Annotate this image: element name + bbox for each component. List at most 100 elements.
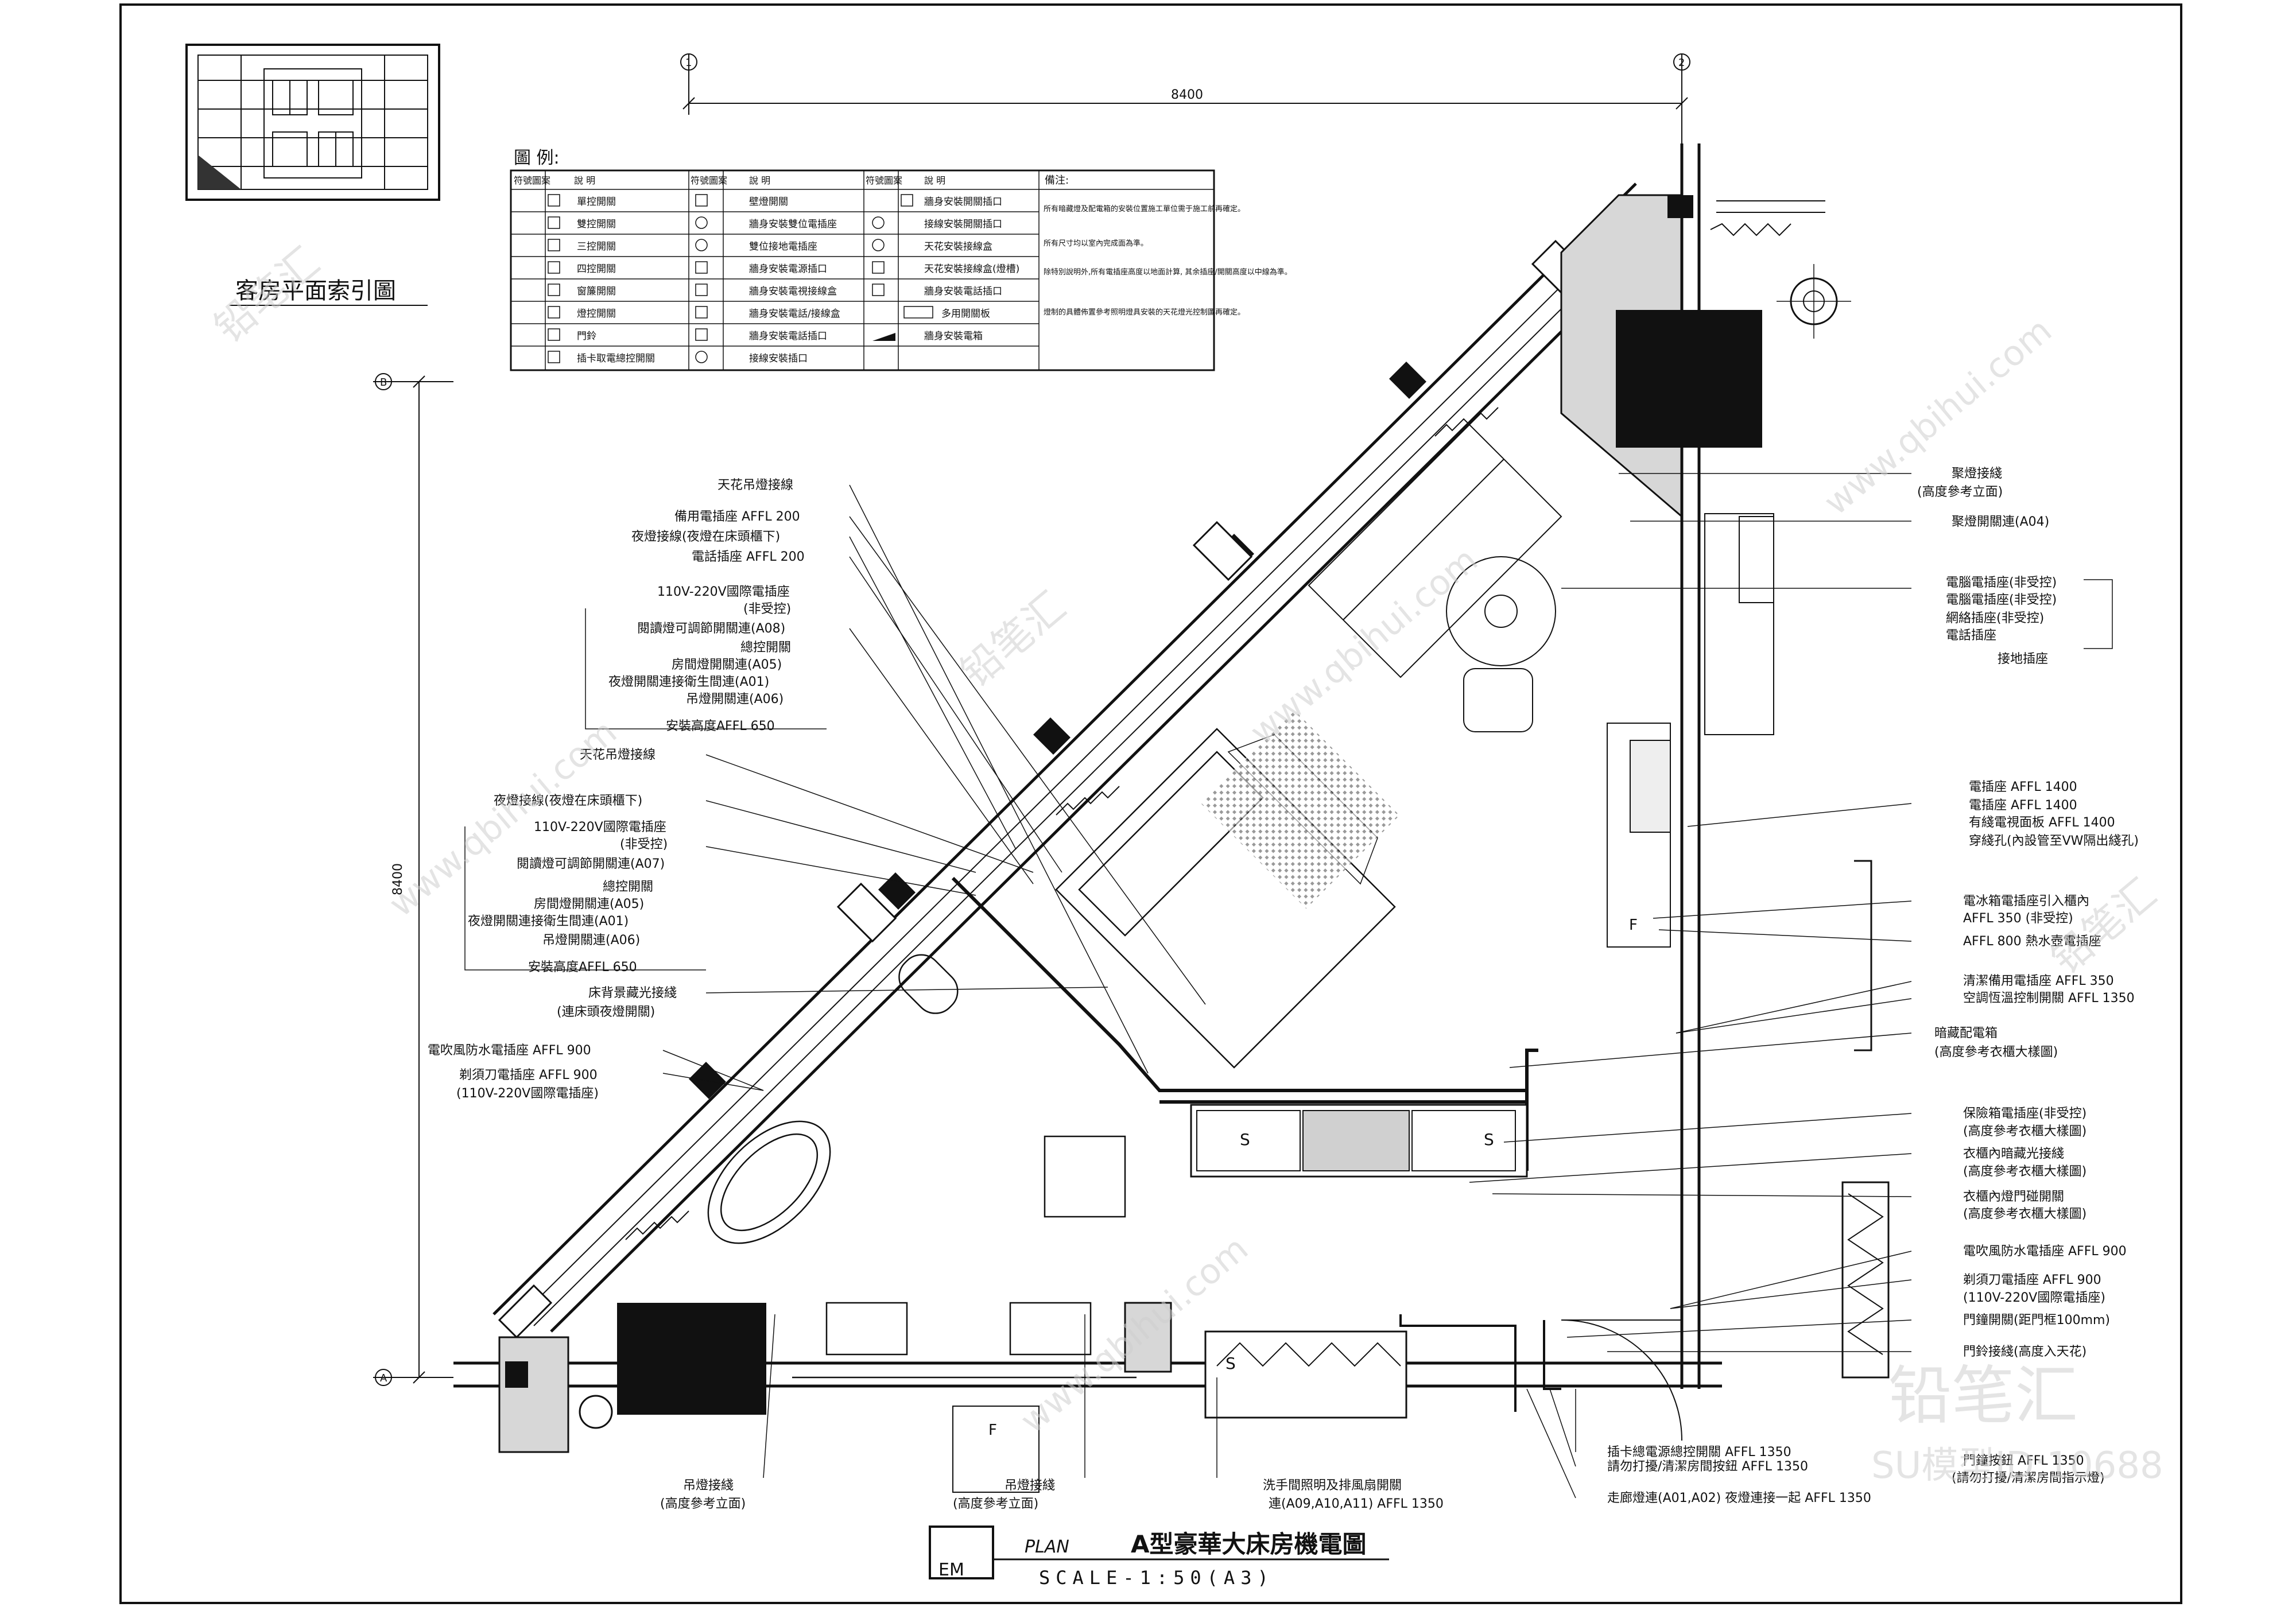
- label-right-11: 穿綫孔(內設管至VW隔出綫孔): [1969, 834, 2139, 848]
- left-annotations: 天花吊燈接線 備用電插座 AFFL 200 夜燈接線(夜燈在床頭櫃下) 電話插座…: [428, 478, 805, 1101]
- label-right-19: 保險箱電插座(非受控): [1963, 1107, 2086, 1121]
- legend-header-4: 說 明: [749, 175, 770, 186]
- label-left-6: 閱讀燈可調節開關連(A08): [637, 622, 785, 636]
- label-right-0: 聚燈接綫: [1952, 467, 2002, 481]
- label-right-27: (110V-220V國際電插座): [1963, 1291, 2105, 1305]
- label-left-4: 110V-220V國際電插座: [657, 585, 790, 599]
- label-right-10: 有綫電視面板 AFFL 1400: [1969, 816, 2115, 830]
- label-right-5: 網絡插座(非受控): [1946, 611, 2044, 626]
- legend-c2-1: 牆身安裝雙位電插座: [749, 219, 837, 230]
- legend-note-3: 燈制的具體佈置參考照明燈具安裝的天花燈光控制圖再確定。: [1044, 308, 1245, 317]
- label-left-16: 閱讀燈可調節開關連(A07): [517, 857, 665, 871]
- label-right-29: 門鈴接綫(高度入天花): [1963, 1345, 2086, 1359]
- label-left-15: (非受控): [620, 837, 668, 852]
- safe-mark-1: S: [1240, 1130, 1250, 1149]
- label-bottom-4: 洗手間照明及排風扇開關: [1263, 1478, 1402, 1493]
- drawing-code: EM: [938, 1560, 964, 1580]
- label-right-4: 電腦電插座(非受控): [1946, 593, 2057, 607]
- label-right-12: 電冰箱電插座引入櫃內: [1963, 894, 2089, 909]
- label-right-24: (高度參考衣櫃大樣圖): [1963, 1207, 2086, 1221]
- grid-bubble-1: 1: [685, 57, 692, 69]
- legend-c1-3: 四控開關: [577, 263, 616, 275]
- floor-drain-mark-1: F: [988, 1422, 997, 1439]
- label-right-28: 門鐘開關(距門框100mm): [1963, 1313, 2110, 1327]
- sheet-border: [119, 3, 2182, 1604]
- legend-c2-3: 牆身安裝電源插口: [749, 263, 827, 275]
- legend-c1-0: 單控開關: [577, 196, 616, 208]
- legend-c1-6: 門鈴: [577, 331, 596, 342]
- legend-c2-7: 接線安裝插口: [749, 353, 808, 364]
- label-left-26: (110V-220V國際電插座): [456, 1086, 599, 1101]
- dimensions: [373, 53, 1690, 1386]
- label-left-17: 總控開關: [603, 880, 653, 894]
- shower-mark: S: [1225, 1354, 1236, 1373]
- model-id: SU模型ID:10688: [1871, 1445, 2163, 1487]
- plan-tag: PLAN: [1025, 1537, 1069, 1557]
- legend-c1-7: 插卡取電總控開關: [577, 353, 655, 364]
- legend-header-notes: 備注:: [1045, 174, 1069, 187]
- legend-c3-0: 牆身安裝開關插口: [924, 196, 1002, 208]
- label-right-22: (高度參考衣櫃大樣圖): [1963, 1165, 2086, 1179]
- legend-c1-2: 三控開關: [577, 241, 616, 253]
- legend-c1-5: 燈控開關: [577, 308, 616, 320]
- label-right-20: (高度參考衣櫃大樣圖): [1963, 1124, 2086, 1139]
- label-right-18: (高度參考衣櫃大樣圖): [1934, 1045, 2058, 1059]
- label-right-15: 清潔備用電插座 AFFL 350: [1963, 974, 2114, 988]
- label-left-25: 剃須刀電插座 AFFL 900: [459, 1068, 598, 1082]
- label-right-13: AFFL 350 (非受控): [1963, 911, 2073, 926]
- label-left-14: 110V-220V國際電插座: [534, 820, 666, 834]
- legend-c1-1: 雙控開關: [577, 219, 616, 230]
- label-right-8: 電插座 AFFL 1400: [1969, 780, 2077, 794]
- floor-drain-mark-2: F: [1629, 917, 1638, 934]
- bottom-annotations: 吊燈接綫 (高度參考立面) 吊燈接綫 (高度參考立面) 洗手間照明及排風扇開關 …: [660, 1445, 1871, 1511]
- legend-c3-3: 天花安裝接線盒(燈槽): [924, 263, 1019, 275]
- label-left-9: 夜燈開關連接衛生間連(A01): [608, 675, 769, 689]
- label-right-23: 衣櫃內燈門碰開關: [1963, 1190, 2064, 1204]
- floor-plan: S S S F F: [453, 143, 1890, 1493]
- legend-header-5: 符號圖案: [866, 175, 902, 186]
- safe-mark-2: S: [1484, 1130, 1494, 1149]
- grid-bubble-2: 2: [1678, 57, 1685, 69]
- label-left-8: 房間燈開關連(A05): [672, 658, 782, 672]
- label-bottom-0: 吊燈接綫: [683, 1478, 734, 1493]
- dimension-left: 8400: [391, 863, 405, 895]
- label-right-16: 空調恆溫控制開關 AFFL 1350: [1963, 991, 2135, 1006]
- label-right-6: 電話插座: [1946, 628, 1996, 643]
- label-left-0: 天花吊燈接線: [718, 478, 793, 492]
- label-right-30: 門鐘按鈕 AFFL 1350: [1963, 1454, 2084, 1468]
- key-plan: 客房平面索引圖: [185, 44, 440, 306]
- label-left-10: 吊燈開關連(A06): [686, 692, 784, 707]
- label-left-7: 總控開關: [740, 641, 791, 655]
- legend-c3-1: 接線安裝開關插口: [924, 219, 1002, 230]
- legend-note-0: 所有暗藏燈及配電箱的安裝位置施工單位需于施工前再確定。: [1044, 204, 1245, 214]
- label-left-11: 安裝高度AFFL 650: [666, 719, 775, 733]
- label-right-26: 剃須刀電插座 AFFL 900: [1963, 1273, 2101, 1287]
- watermark-site-1: www.qbihui.com: [382, 712, 625, 925]
- legend-c3-6: 牆身安裝電箱: [924, 331, 983, 342]
- label-left-23: (連床頭夜燈開關): [557, 1005, 655, 1019]
- label-left-12: 天花吊燈接線: [580, 748, 656, 762]
- leader-lines: [464, 473, 2113, 1499]
- label-left-21: 安裝高度AFFL 650: [528, 960, 637, 975]
- legend-c3-5: 多用開關板: [941, 308, 990, 320]
- label-left-2: 夜燈接線(夜燈在床頭櫃下): [631, 530, 780, 544]
- legend-header-6: 說 明: [924, 175, 945, 186]
- label-bottom-2: 吊燈接綫: [1004, 1478, 1055, 1493]
- legend-c2-6: 牆身安裝電話插口: [749, 331, 827, 342]
- legend-c3-2: 天花安裝接線盒: [924, 241, 992, 253]
- legend-c1-4: 窗簾開關: [577, 286, 616, 297]
- drawing-title: A型豪華大床房機電圖: [1131, 1530, 1367, 1558]
- label-bottom-7: 請勿打擾/清潔房間按鈕 AFFL 1350: [1607, 1460, 1808, 1474]
- label-bottom-5: 連(A09,A10,A11) AFFL 1350: [1269, 1497, 1444, 1511]
- label-left-13: 夜燈接線(夜燈在床頭櫃下): [494, 794, 642, 808]
- right-annotations: 聚燈接綫 (高度參考立面) 聚燈開關連(A04) 電腦電插座(非受控) 電腦電插…: [1917, 467, 2139, 1485]
- title-block: EM PLAN A型豪華大床房機電圖 SCALE-1:50(A3): [929, 1526, 1389, 1589]
- label-right-25: 電吹風防水電插座 AFFL 900: [1963, 1244, 2127, 1259]
- legend-note-2: 除特別說明外,所有電插座高度以地面計算, 其余插座/開關高度以中線為準。: [1044, 267, 1292, 277]
- label-left-1: 備用電插座 AFFL 200: [674, 510, 800, 524]
- label-right-1: (高度參考立面): [1917, 485, 2003, 499]
- label-left-5: (非受控): [743, 602, 791, 616]
- label-right-7: 接地插座: [1998, 652, 2048, 666]
- label-left-3: 電話插座 AFFL 200: [692, 550, 805, 564]
